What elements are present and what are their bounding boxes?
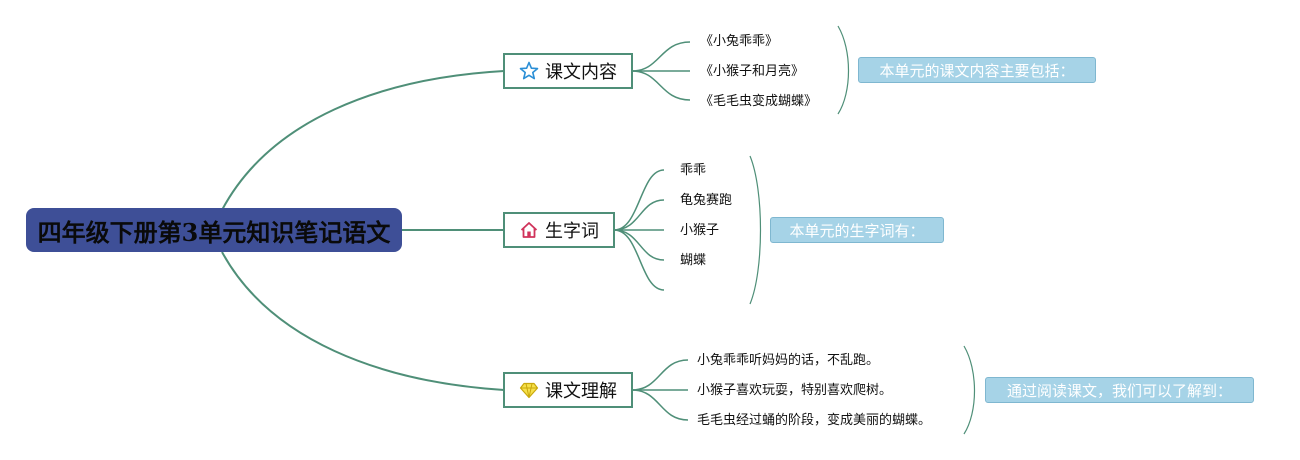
- connector-b1-leaf-3: [631, 70, 691, 101]
- summary-label: 通过阅读课文，我们可以了解到：: [1006, 381, 1232, 400]
- leaf-item[interactable]: 《小猴子和月亮》: [700, 64, 805, 79]
- connector-b3-leaf-1: [631, 359, 689, 391]
- leaf-item[interactable]: 小猴子喜欢玩耍，特别喜欢爬树。: [697, 383, 893, 398]
- connector-b2-leaf-4: [613, 229, 665, 261]
- connector-b2-leaf-5: [613, 229, 665, 291]
- connector-b2-leaf-2: [613, 199, 665, 231]
- house-icon: [519, 220, 539, 240]
- leaf-item[interactable]: 《毛毛虫变成蝴蝶》: [700, 94, 818, 109]
- summary-label: 本单元的课文内容主要包括：: [879, 61, 1075, 80]
- connector-b3-leaf-3: [631, 389, 689, 421]
- bracket-2: [749, 155, 762, 305]
- branch-vocabulary[interactable]: 生字词: [503, 212, 615, 248]
- connector-b2-leaf-1: [613, 169, 665, 231]
- root-topic[interactable]: 四年级下册第3单元知识笔记语文: [26, 208, 402, 252]
- star-icon: [519, 61, 539, 81]
- summary-label: 本单元的生字词有：: [789, 221, 925, 240]
- diamond-icon: [519, 380, 539, 400]
- bracket-1: [837, 25, 850, 115]
- leaf-item[interactable]: 小兔乖乖听妈妈的话，不乱跑。: [697, 353, 880, 368]
- leaf-item[interactable]: 小猴子: [680, 223, 720, 238]
- summary-lesson-content[interactable]: 本单元的课文内容主要包括：: [858, 57, 1096, 83]
- summary-vocabulary[interactable]: 本单元的生字词有：: [770, 217, 944, 243]
- summary-lesson-understanding[interactable]: 通过阅读课文，我们可以了解到：: [985, 377, 1254, 403]
- branch-label: 课文理解: [545, 381, 617, 402]
- branch-label: 生字词: [545, 221, 599, 242]
- root-topic-label: 四年级下册第3单元知识笔记语文: [37, 217, 391, 247]
- branch-lesson-content[interactable]: 课文内容: [503, 53, 633, 89]
- bracket-3: [963, 345, 976, 435]
- connector-root-branch-1: [221, 70, 505, 211]
- branch-label: 课文内容: [545, 62, 617, 83]
- branch-lesson-understanding[interactable]: 课文理解: [503, 372, 633, 408]
- leaf-item[interactable]: 《小兔乖乖》: [700, 34, 779, 49]
- connector-root-branch-3: [221, 251, 505, 391]
- connector-b1-leaf-1: [631, 41, 691, 72]
- leaf-item[interactable]: 龟兔赛跑: [680, 193, 733, 208]
- leaf-item[interactable]: 乖乖: [680, 163, 707, 178]
- leaf-item[interactable]: 毛毛虫经过蛹的阶段，变成美丽的蝴蝶。: [697, 413, 932, 428]
- leaf-item[interactable]: 蝴蝶: [680, 253, 707, 268]
